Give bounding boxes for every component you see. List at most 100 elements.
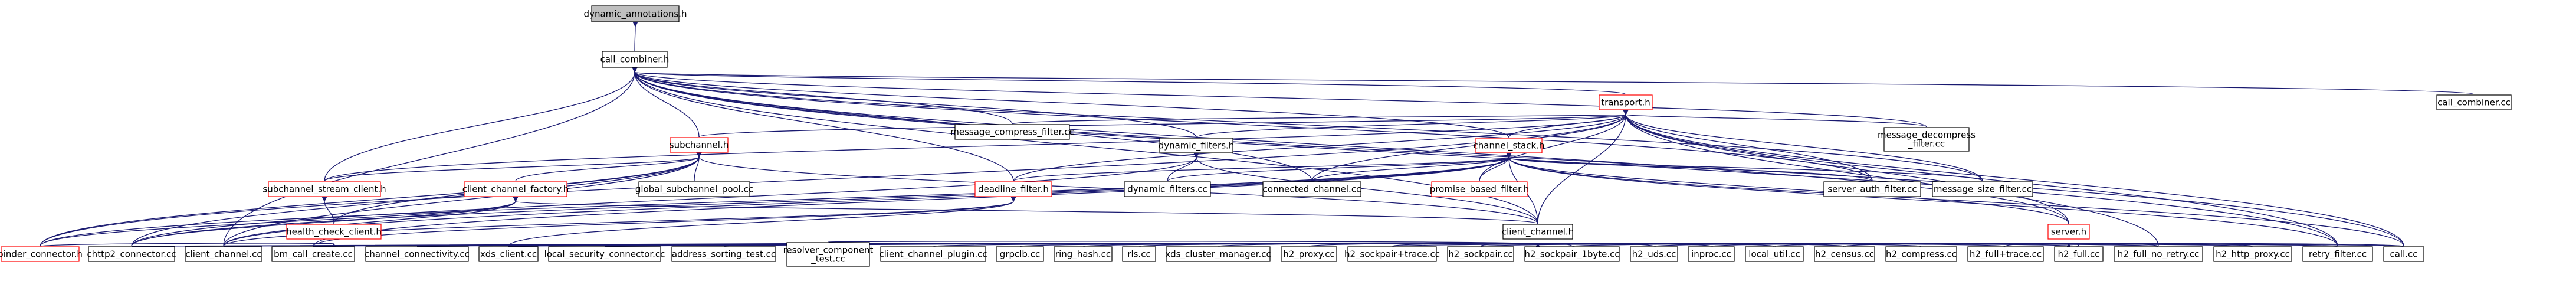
node-box xyxy=(185,246,262,262)
node-label: deadline_filter.h xyxy=(978,184,1049,195)
node-dynamic-filters-h[interactable]: dynamic_filters.h xyxy=(1159,138,1235,153)
node-transport-h[interactable]: transport.h xyxy=(1599,94,1653,110)
edge-channel_stack_h-to-bm_call_create_cc xyxy=(313,151,1513,247)
node-h2-http-proxy-cc[interactable]: h2_http_proxy.cc xyxy=(2213,246,2292,262)
node-grpclb-cc[interactable]: grpclb.cc xyxy=(996,246,1044,262)
node-channel-stack-h[interactable]: channel_stack.h xyxy=(1474,138,1545,153)
node-deadline-filter-h[interactable]: deadline_filter.h xyxy=(974,181,1052,197)
node-h2-proxy-cc[interactable]: h2_proxy.cc xyxy=(1281,246,1337,262)
node-h2-sockpair-1byte-cc[interactable]: h2_sockpair_1byte.cc xyxy=(1524,246,1620,262)
node-message-compress-filter-cc[interactable]: message_compress_filter.cc xyxy=(950,124,1074,140)
node-box xyxy=(670,137,729,153)
node-server-auth-filter-cc[interactable]: server_auth_filter.cc xyxy=(1823,181,1921,197)
node-label: connected_channel.cc xyxy=(1263,184,1361,195)
node-label: server_auth_filter.cc xyxy=(1827,184,1917,195)
node-subchannel-h[interactable]: subchannel.h xyxy=(670,137,729,153)
node-client-channel-plugin-cc[interactable]: client_channel_plugin.cc xyxy=(879,246,987,262)
node-channel-connectivity-cc[interactable]: channel_connectivity.cc xyxy=(365,246,470,262)
edge-channel_stack_h-to-deadline_filter_h xyxy=(1013,151,1513,182)
node-xds-cluster-manager-cc[interactable]: xds_cluster_manager.cc xyxy=(1165,246,1271,262)
node-dynamic-filters-cc[interactable]: dynamic_filters.cc xyxy=(1124,181,1211,197)
node-health-check-client-h[interactable]: health_check_client.h xyxy=(286,224,382,240)
node-label: h2_sockpair_1byte.cc xyxy=(1524,249,1619,260)
edge-channel_stack_h-to-promise_based_filter_h xyxy=(1479,151,1512,182)
edge-call_combiner_h-to-dynamic_filters_h xyxy=(631,66,1197,138)
node-box xyxy=(464,181,567,197)
node-box xyxy=(996,246,1044,262)
node-resolver-component-test-cc[interactable]: resolver_component_test.cc xyxy=(783,242,874,267)
node-label: h2_proxy.cc xyxy=(1283,249,1335,260)
node-label: h2_http_proxy.cc xyxy=(2216,249,2290,260)
edge-call_combiner_h-to-call_combiner_cc xyxy=(629,65,2475,95)
node-box xyxy=(1823,181,1921,197)
node-chttp2-connector-cc[interactable]: chttp2_connector.cc xyxy=(87,246,176,262)
node-label: rls.cc xyxy=(1127,249,1150,260)
edge-call_combiner_h-to-subchannel_h xyxy=(631,66,700,138)
node-message-decompress-filter-cc[interactable]: message_decompress_filter.cc xyxy=(1878,127,1976,152)
node-local-util-cc[interactable]: local_util.cc xyxy=(1745,246,1804,262)
node-box xyxy=(1502,224,1573,240)
edge-dynamic_filters_h-to-chttp2_connector_cc xyxy=(131,151,1200,247)
node-call-combiner-h[interactable]: call_combiner.h xyxy=(600,51,670,68)
node-label: message_decompress xyxy=(1878,130,1976,141)
node-client-channel-factory-h[interactable]: client_channel_factory.h xyxy=(462,181,569,197)
node-h2-census-cc[interactable]: h2_census.cc xyxy=(1814,246,1875,262)
node-box xyxy=(478,246,539,262)
node-label: _test.cc xyxy=(810,254,845,265)
node-binder-connector-h[interactable]: binder_connector.h xyxy=(0,246,83,262)
node-local-security-connector-cc[interactable]: local_security_connector.cc xyxy=(544,246,665,262)
node-ring-hash-cc[interactable]: ring_hash.cc xyxy=(1054,246,1113,262)
node-box xyxy=(548,246,661,262)
node-label: subchannel.h xyxy=(670,140,729,151)
node-label: binder_connector.h xyxy=(0,249,83,260)
edge-subchannel_h-to-client_channel_factory_h xyxy=(515,151,703,182)
node-label: message_size_filter.cc xyxy=(1934,184,2032,195)
node-box xyxy=(2114,246,2203,262)
node-box xyxy=(1745,246,1804,262)
node-server-h[interactable]: server.h xyxy=(2047,224,2090,240)
node-address-sorting-test-cc[interactable]: address_sorting_test.cc xyxy=(671,246,776,262)
edge-channel_stack_h-to-call_cc xyxy=(1505,151,2404,247)
node-label: bm_call_create.cc xyxy=(274,249,353,260)
node-retry-filter-cc[interactable]: retry_filter.cc xyxy=(2302,246,2373,262)
edge-transport_h-to-dynamic_filters_h xyxy=(1196,108,1630,138)
node-call-combiner-cc[interactable]: call_combiner.cc xyxy=(2436,94,2512,110)
node-box xyxy=(638,181,750,197)
node-xds-client-cc[interactable]: xds_client.cc xyxy=(478,246,539,262)
node-inproc-cc[interactable]: inproc.cc xyxy=(1688,246,1735,262)
edge-channel_stack_h-to-message_size_filter_cc xyxy=(1505,151,1983,182)
edge-subchannel_stream_client_h-to-health_check_client_h xyxy=(321,195,334,224)
node-global-subchannel-pool-cc[interactable]: global_subchannel_pool.cc xyxy=(635,181,753,197)
node-h2-full-trace-cc[interactable]: h2_full+trace.cc xyxy=(1967,246,2044,262)
node-box xyxy=(974,181,1052,197)
node-client-channel-h[interactable]: client_channel.h xyxy=(1502,224,1574,240)
edge-subchannel_h-to-chttp2_connector_cc xyxy=(131,151,703,247)
node-h2-sockpair-trace-cc[interactable]: h2_sockpair+trace.cc xyxy=(1344,246,1440,262)
node-message-size-filter-cc[interactable]: message_size_filter.cc xyxy=(1932,181,2033,197)
edge-health_check_client_h-to-binder_connector_h xyxy=(40,243,339,251)
node-box xyxy=(1281,246,1337,262)
node-box xyxy=(602,51,668,68)
node-h2-uds-cc[interactable]: h2_uds.cc xyxy=(1630,246,1678,262)
node-label: promise_based_filter.h xyxy=(1430,184,1529,195)
node-h2-full-no-retry-cc[interactable]: h2_full_no_retry.cc xyxy=(2114,246,2203,262)
node-client-channel-cc[interactable]: client_channel.cc xyxy=(185,246,262,262)
node-label: transport.h xyxy=(1601,97,1650,108)
node-h2-full-cc[interactable]: h2_full.cc xyxy=(2054,246,2104,262)
node-rls-cc[interactable]: rls.cc xyxy=(1122,246,1156,262)
edge-channel_stack_h-to-binder_connector_h xyxy=(40,151,1513,247)
edge-client_channel_h-to-resolver_component_test_cc xyxy=(828,241,1543,251)
node-box xyxy=(1431,181,1528,197)
node-box xyxy=(271,246,355,262)
node-box xyxy=(1599,94,1653,110)
node-box xyxy=(1447,246,1514,262)
node-label: local_security_connector.cc xyxy=(544,249,665,260)
node-call-cc[interactable]: call.cc xyxy=(2383,246,2424,262)
node-h2-compress-cc[interactable]: h2_compress.cc xyxy=(1885,246,1957,262)
node-h2-sockpair-cc[interactable]: h2_sockpair.cc xyxy=(1447,246,1514,262)
node-promise-based-filter-h[interactable]: promise_based_filter.h xyxy=(1430,181,1529,197)
node-bm-call-create-cc[interactable]: bm_call_create.cc xyxy=(271,246,355,262)
node-connected-channel-cc[interactable]: connected_channel.cc xyxy=(1262,181,1361,197)
edge-call_combiner_h-to-call_cc xyxy=(631,66,2404,247)
node-subchannel-stream-client-h[interactable]: subchannel_stream_client.h xyxy=(262,181,386,197)
